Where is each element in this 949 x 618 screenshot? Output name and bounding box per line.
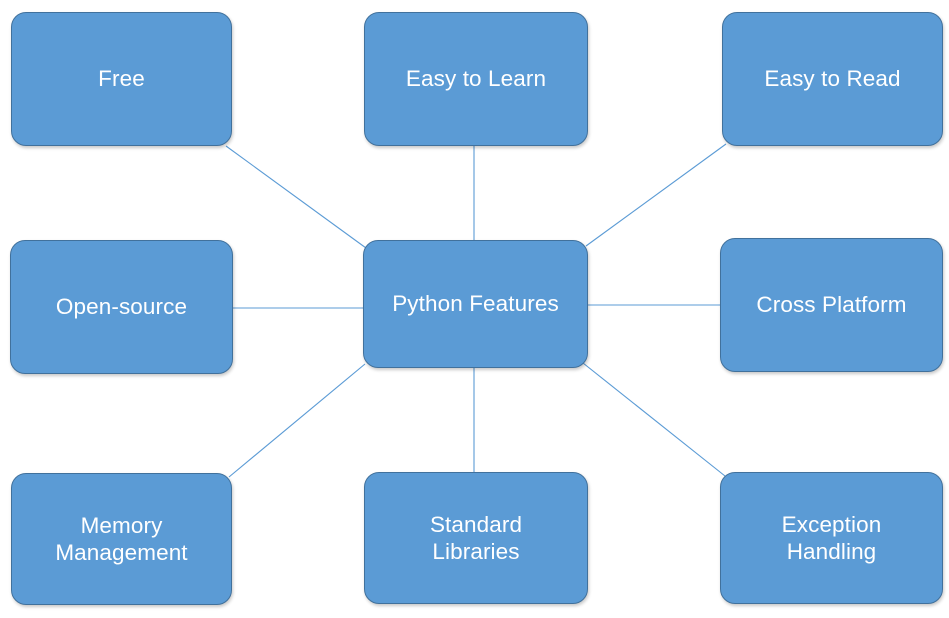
node-label-standard-libraries: Standard Libraries bbox=[429, 511, 523, 564]
node-label-open-source: Open-source bbox=[55, 294, 188, 320]
node-memory-management[interactable]: Memory Management bbox=[11, 473, 232, 605]
node-free[interactable]: Free bbox=[11, 12, 232, 146]
node-label-python-features: Python Features bbox=[392, 291, 559, 317]
node-label-cross-platform: Cross Platform bbox=[756, 292, 907, 318]
edge-center-memory-management bbox=[228, 363, 366, 478]
node-python-features[interactable]: Python Features bbox=[363, 240, 588, 368]
node-label-free: Free bbox=[98, 66, 145, 92]
node-label-easy-to-learn: Easy to Learn bbox=[405, 66, 547, 92]
node-label-easy-to-read: Easy to Read bbox=[764, 66, 901, 92]
edge-center-free bbox=[225, 145, 367, 249]
node-standard-libraries[interactable]: Standard Libraries bbox=[364, 472, 588, 604]
node-cross-platform[interactable]: Cross Platform bbox=[720, 238, 943, 372]
node-easy-to-read[interactable]: Easy to Read bbox=[722, 12, 943, 146]
node-easy-to-learn[interactable]: Easy to Learn bbox=[364, 12, 588, 146]
node-exception-handling[interactable]: Exception Handling bbox=[720, 472, 943, 604]
edge-center-exception-handling bbox=[582, 362, 726, 477]
node-label-memory-management: Memory Management bbox=[55, 512, 188, 565]
node-label-exception-handling: Exception Handling bbox=[781, 511, 882, 564]
edge-center-easy-to-read bbox=[585, 143, 727, 247]
node-open-source[interactable]: Open-source bbox=[10, 240, 233, 374]
